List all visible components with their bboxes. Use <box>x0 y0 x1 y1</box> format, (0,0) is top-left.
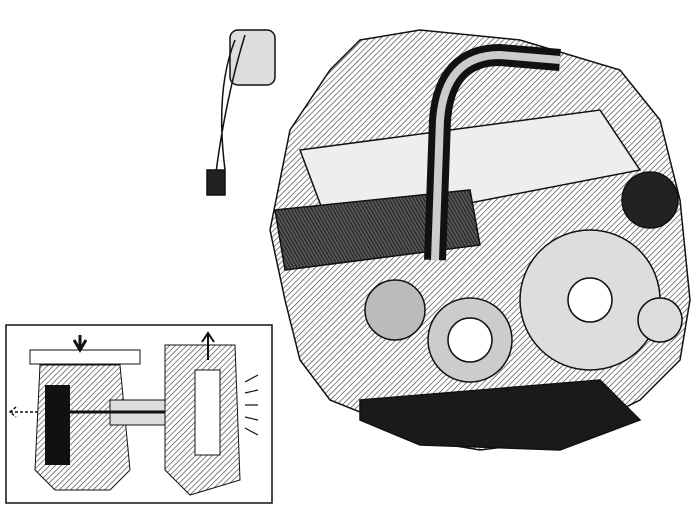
outlet-arrow-icon <box>201 331 215 360</box>
exhaust-arrow-icon <box>8 406 40 418</box>
air-intake-arrows-icon <box>244 374 259 436</box>
inlet-arrow-icon <box>72 335 88 353</box>
alternator <box>621 171 679 229</box>
oil-pan <box>359 379 642 451</box>
turbo-cutaway-inset <box>5 324 273 504</box>
engine-block <box>269 29 691 451</box>
distributor <box>206 29 276 196</box>
